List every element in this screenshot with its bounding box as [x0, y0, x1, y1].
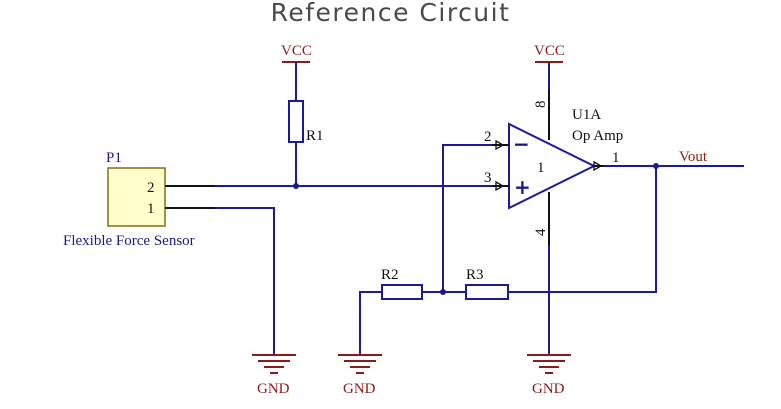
- ground-symbol-opamp: GND: [527, 354, 571, 397]
- r2-label: R2: [381, 267, 399, 283]
- opamp-pin-4-number: 4: [533, 228, 549, 236]
- resistor-r1: VCC R1: [281, 43, 324, 144]
- vcc-label-r1: VCC: [281, 43, 312, 59]
- opamp-u1a: VCC 2 3 1 8 4 − + 1 U1A Op Amp: [484, 43, 623, 245]
- r3-label: R3: [466, 267, 484, 283]
- r2-body: [381, 284, 423, 300]
- sensor-connector: P1 2 1 Flexible Force Sensor: [63, 150, 215, 249]
- vcc-label-opamp: VCC: [534, 43, 565, 59]
- wire-r2-to-gnd: [359, 291, 382, 355]
- pin-arrow-icon: [593, 160, 603, 172]
- junction-dot: [440, 289, 446, 295]
- opamp-pin-3-number: 3: [484, 170, 492, 186]
- opamp-type: Op Amp: [572, 128, 623, 144]
- pin-arrow-icon: [495, 139, 505, 151]
- opamp-pin-8-number: 8: [533, 101, 549, 109]
- gnd-label: GND: [532, 381, 565, 397]
- ground-symbol-r2: GND: [338, 354, 382, 397]
- opamp-unit-number: 1: [537, 160, 545, 176]
- output-label: Vout: [679, 149, 708, 165]
- opamp-pin-2-number: 2: [484, 129, 492, 145]
- opamp-plus-sign: +: [514, 175, 531, 199]
- diagram-title: Reference Circuit: [270, 0, 511, 27]
- junctions: [293, 163, 659, 295]
- gnd-label: GND: [343, 381, 376, 397]
- wire-inv-to-node: [442, 144, 492, 292]
- opamp-pin-1-number: 1: [612, 150, 620, 166]
- resistor-r2: R2: [381, 267, 423, 300]
- connector-description: Flexible Force Sensor: [63, 233, 195, 249]
- opamp-minus-sign: −: [513, 132, 530, 156]
- opamp-triangle: [508, 122, 597, 210]
- junction-dot: [293, 183, 299, 189]
- gnd-label: GND: [257, 381, 290, 397]
- connector-pin-2-number: 2: [147, 180, 155, 196]
- wires: [215, 62, 744, 355]
- connector-ref: P1: [106, 150, 122, 166]
- junction-dot: [653, 163, 659, 169]
- r3-body: [465, 284, 509, 300]
- connector-body: [107, 167, 166, 227]
- pin-arrow-icon: [495, 180, 505, 192]
- opamp-ref: U1A: [572, 107, 601, 123]
- r1-label: R1: [306, 128, 324, 144]
- resistor-r3: R3: [465, 267, 509, 300]
- r1-body: [288, 100, 304, 143]
- wire-feedback: [508, 166, 657, 293]
- connector-pin-1-number: 1: [147, 201, 155, 217]
- ground-symbol-sensor: GND: [252, 354, 296, 397]
- wire-sensor-to-gnd: [215, 207, 275, 355]
